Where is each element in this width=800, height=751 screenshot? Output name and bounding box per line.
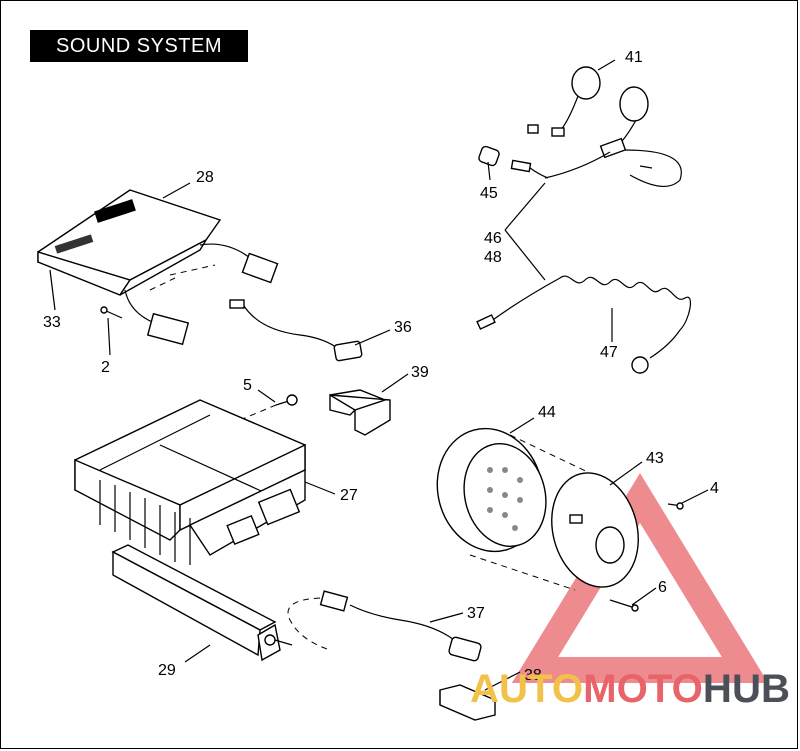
- speaker-43: [551, 472, 639, 588]
- bracket-38: [439, 684, 496, 721]
- callout-36: 36: [394, 319, 412, 336]
- trim-bar-29: [111, 544, 293, 662]
- grille-holes: [487, 467, 523, 531]
- screw-5: [239, 394, 298, 421]
- callout-28: 28: [196, 169, 214, 186]
- callout-39: 39: [411, 364, 429, 381]
- watermark-text: AUTOMOTOHUB: [470, 667, 790, 711]
- svg-text:AUTOMOTOHUB: AUTOMOTOHUB: [470, 667, 790, 711]
- callout-2: 2: [101, 359, 110, 376]
- screw-2: [100, 306, 123, 319]
- callout-27: 27: [340, 487, 358, 504]
- leader-lines: [49, 59, 709, 691]
- screw-6: [609, 599, 639, 612]
- radio-unit-27: [74, 399, 306, 565]
- plug-cap-45: [478, 145, 500, 167]
- callout-44: 44: [538, 404, 556, 421]
- callout-5: 5: [243, 377, 252, 394]
- callout-29: 29: [158, 662, 176, 679]
- amplifier-module-28: [37, 189, 279, 346]
- bracket-39: [329, 389, 391, 436]
- callout-47: 47: [600, 344, 618, 361]
- callout-labels: 28 33 2 36 41 45 46 48 47 5 39 44 43 4 2…: [43, 49, 719, 684]
- watermark-hub: HUB: [703, 667, 790, 711]
- watermark-auto: AUTO: [470, 667, 583, 711]
- coiled-cord-47: [476, 275, 692, 374]
- speaker-grille-44: [436, 427, 616, 591]
- callout-6: 6: [658, 579, 667, 596]
- antenna-cable-37: [287, 590, 482, 662]
- watermark-moto: MOTO: [583, 667, 703, 711]
- callout-43: 43: [646, 450, 664, 467]
- callout-45: 45: [480, 185, 498, 202]
- callout-48: 48: [484, 249, 502, 266]
- callout-38: 38: [524, 667, 542, 684]
- connector-plug: [510, 159, 549, 179]
- callout-4: 4: [710, 480, 719, 497]
- headset-41: [527, 66, 682, 187]
- callout-46: 46: [484, 230, 502, 247]
- callout-33: 33: [43, 314, 61, 331]
- screw-4: [667, 502, 684, 510]
- antenna-cable-36: [229, 299, 363, 362]
- diagram-title: SOUND SYSTEM: [30, 30, 248, 62]
- callout-41: 41: [625, 49, 643, 66]
- callout-37: 37: [467, 605, 485, 622]
